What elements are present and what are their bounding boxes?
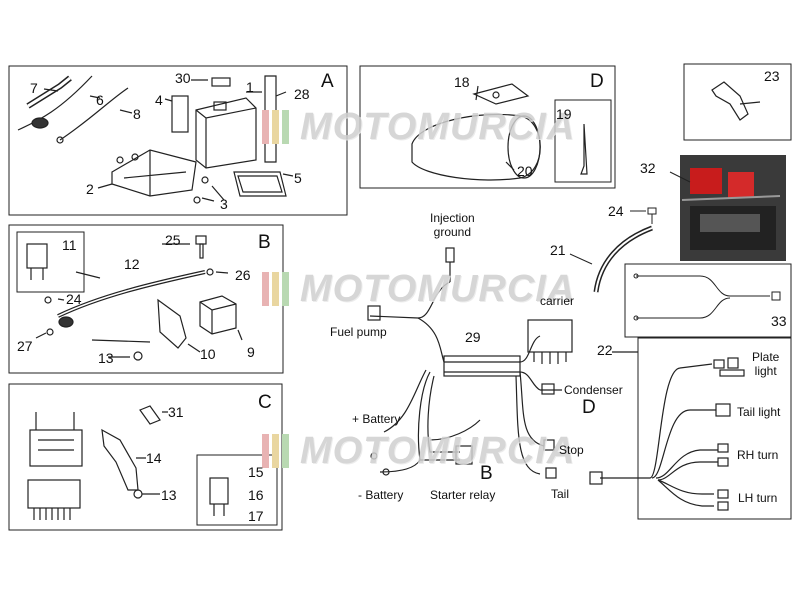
panel-a-parts bbox=[17, 75, 294, 204]
part-32-label: 32 bbox=[640, 160, 656, 176]
part-30-label: 30 bbox=[175, 70, 191, 86]
panel-d-letter: D bbox=[590, 71, 604, 92]
watermark-stripe bbox=[282, 272, 289, 306]
watermark-stripe bbox=[262, 110, 269, 144]
watermark-stripe bbox=[272, 434, 279, 468]
carrier-label: carrier bbox=[540, 294, 575, 308]
part-25-label: 25 bbox=[165, 232, 181, 248]
part-19-label: 19 bbox=[556, 106, 572, 122]
part-1-label: 1 bbox=[246, 79, 254, 95]
part-32-photo bbox=[669, 155, 786, 261]
plate-light-label: Plate light bbox=[752, 350, 780, 378]
part-23-label: 23 bbox=[764, 68, 780, 84]
part-22-label: 22 bbox=[597, 342, 613, 358]
starter-relay-label: Starter relay bbox=[430, 488, 496, 502]
part-21-cable bbox=[569, 207, 657, 293]
panel-c-letter: C bbox=[258, 392, 272, 413]
watermark: MOTOMURCIA bbox=[262, 268, 574, 310]
panel-a-frame bbox=[8, 65, 348, 216]
main-harness bbox=[367, 247, 573, 479]
watermark-stripes bbox=[262, 272, 296, 306]
part-22-harness bbox=[589, 351, 745, 511]
part-31-label: 31 bbox=[168, 404, 184, 420]
part-28-label: 28 bbox=[294, 86, 310, 102]
part-21-label: 21 bbox=[550, 242, 566, 258]
part-23-clip bbox=[711, 81, 761, 121]
part-13b-label: 13 bbox=[161, 487, 177, 503]
part-33-label: 33 bbox=[771, 313, 787, 329]
watermark-stripe bbox=[282, 434, 289, 468]
rh-turn-label: RH turn bbox=[737, 448, 779, 462]
watermark-stripes bbox=[262, 110, 296, 144]
watermark-stripe bbox=[272, 272, 279, 306]
injection-ground-label: Injection ground bbox=[430, 211, 475, 239]
panel-d-parts bbox=[411, 83, 588, 181]
battery-minus-label: - Battery bbox=[358, 488, 404, 502]
part-15-label: 15 bbox=[248, 464, 264, 480]
part-33-wire bbox=[633, 273, 781, 321]
fuse-frame bbox=[196, 454, 278, 526]
watermark: MOTOMURCIA bbox=[262, 106, 574, 148]
part-5-label: 5 bbox=[294, 170, 302, 186]
part-24a-label: 24 bbox=[66, 291, 82, 307]
panel-b-reference: B bbox=[480, 463, 493, 484]
watermark-text: MOTOMURCIA bbox=[300, 106, 576, 148]
part-9-label: 9 bbox=[247, 344, 255, 360]
part-4-label: 4 bbox=[155, 92, 163, 108]
fuel-pump-label: Fuel pump bbox=[330, 325, 387, 339]
battery-plus-label: + Battery bbox=[352, 412, 401, 426]
part-24b-label: 24 bbox=[608, 203, 624, 219]
panel-d-reference: D bbox=[582, 397, 596, 418]
part-10-label: 10 bbox=[200, 346, 216, 362]
watermark-stripe bbox=[272, 110, 279, 144]
lh-turn-label: LH turn bbox=[738, 491, 778, 505]
condenser-label: Condenser bbox=[564, 383, 623, 397]
watermark-stripe bbox=[262, 272, 269, 306]
panel-d-frame bbox=[359, 65, 616, 189]
part-20-label: 20 bbox=[517, 163, 533, 179]
watermark-text: MOTOMURCIA bbox=[300, 430, 576, 472]
panel-b-letter: B bbox=[258, 232, 271, 253]
stop-label: Stop bbox=[559, 443, 584, 457]
part-29-label: 29 bbox=[465, 329, 481, 345]
panel-b-frame bbox=[8, 224, 284, 374]
panel-c-parts bbox=[27, 405, 229, 520]
part-7-label: 7 bbox=[30, 80, 38, 96]
watermark-text: MOTOMURCIA bbox=[300, 268, 576, 310]
part-22-frame bbox=[637, 337, 792, 520]
part-19-frame bbox=[554, 99, 612, 183]
tail-light-label: Tail light bbox=[737, 405, 781, 419]
part-11-label: 11 bbox=[62, 237, 77, 253]
part-14-label: 14 bbox=[146, 450, 162, 466]
tail-label: Tail bbox=[551, 487, 570, 501]
part-18-label: 18 bbox=[454, 74, 470, 90]
part-12-label: 12 bbox=[124, 256, 140, 272]
panel-a-letter: A bbox=[321, 71, 334, 92]
watermark-stripe bbox=[262, 434, 269, 468]
part-2-label: 2 bbox=[86, 181, 94, 197]
watermark-stripes bbox=[262, 434, 296, 468]
part-11-frame bbox=[16, 231, 85, 293]
part-17-label: 17 bbox=[248, 508, 264, 524]
watermark: MOTOMURCIA bbox=[262, 430, 574, 472]
part-8-label: 8 bbox=[133, 106, 141, 122]
part-3-label: 3 bbox=[220, 196, 228, 212]
part-23-frame bbox=[683, 63, 792, 141]
part-27-label: 27 bbox=[17, 338, 33, 354]
panel-b-parts bbox=[26, 235, 243, 361]
part-16-label: 16 bbox=[248, 487, 264, 503]
part-33-frame bbox=[624, 263, 792, 338]
part-13a-label: 13 bbox=[98, 350, 114, 366]
watermark-stripe bbox=[282, 110, 289, 144]
part-6-label: 6 bbox=[96, 92, 104, 108]
part-26-label: 26 bbox=[235, 267, 251, 283]
